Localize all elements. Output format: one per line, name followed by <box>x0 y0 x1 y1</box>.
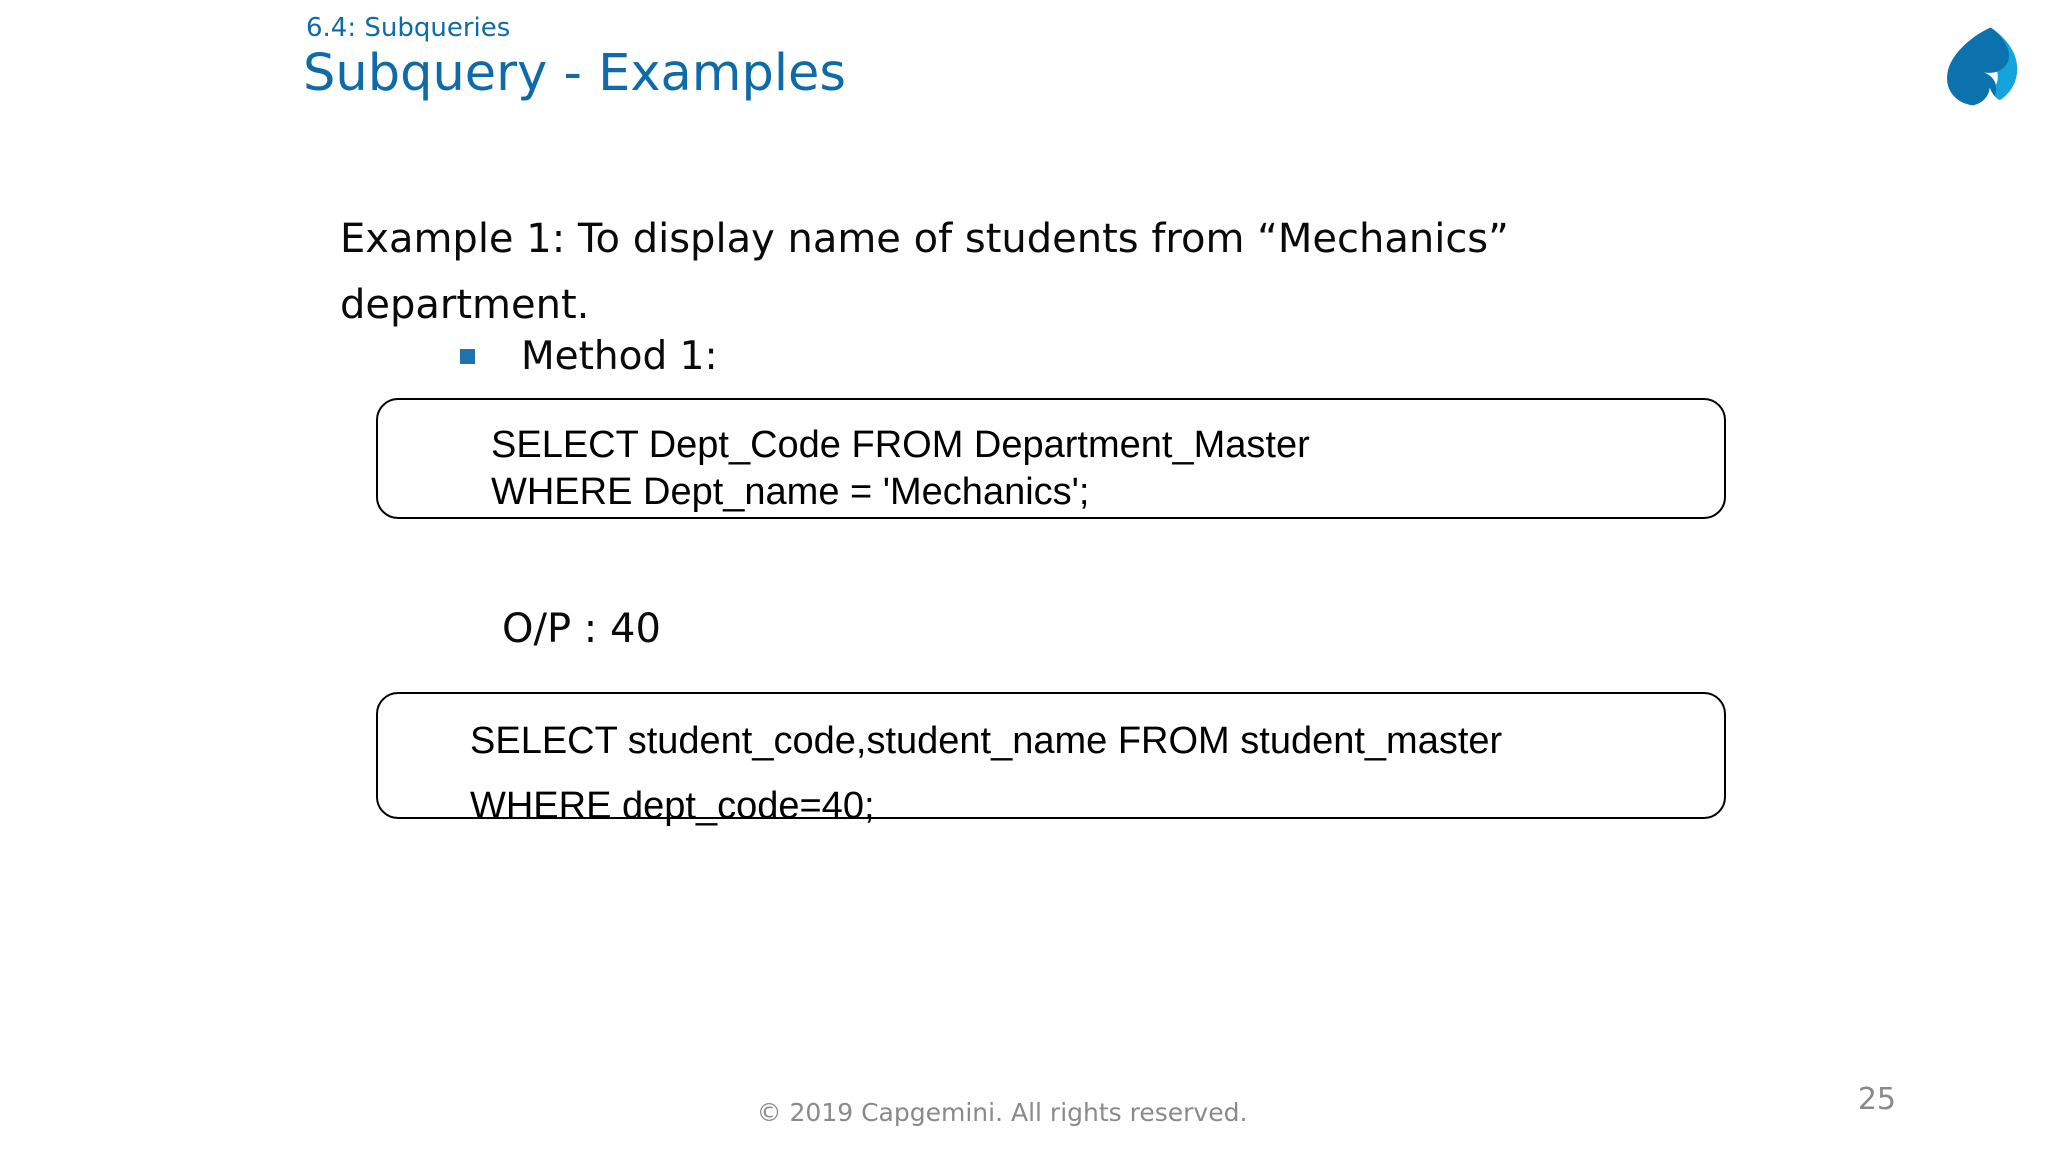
section-label: 6.4: Subqueries <box>306 13 511 43</box>
sql-box-1-line-1: SELECT Dept_Code FROM Department_Master <box>491 424 1310 466</box>
sql-box-2-line-2: WHERE dept_code=40; <box>470 785 875 827</box>
bullet-square-icon <box>460 349 475 364</box>
method-label: Method 1: <box>521 334 718 379</box>
capgemini-spade-logo <box>1947 27 2018 108</box>
sql-box-2-line-1: SELECT student_code,student_name FROM st… <box>470 720 1503 762</box>
method-line: Method 1: <box>460 334 718 379</box>
page-title: Subquery - Examples <box>303 44 846 103</box>
example-heading: Example 1: To display name of students f… <box>340 216 1509 328</box>
page-number: 25 <box>1857 1082 1896 1117</box>
sql-box-1-line-2: WHERE Dept_name = 'Mechanics'; <box>491 471 1090 513</box>
sql-box-1: SELECT Dept_Code FROM Department_Master … <box>376 398 1726 519</box>
copyright-text: © 2019 Capgemini. All rights reserved. <box>756 1098 1248 1127</box>
output-line: O/P : 40 <box>502 606 661 652</box>
sql-box-2: SELECT student_code,student_name FROM st… <box>376 692 1726 827</box>
